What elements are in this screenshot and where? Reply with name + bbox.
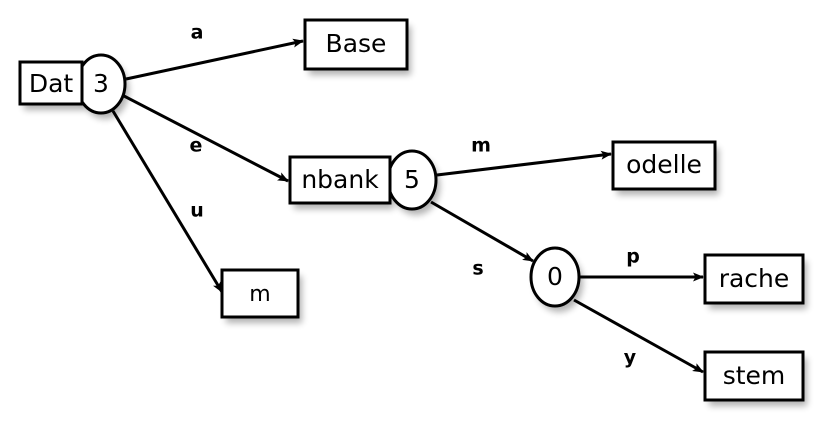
edge-label-s: s (472, 258, 483, 280)
node-m-label: m (249, 282, 270, 307)
edge-y-line[interactable] (573, 298, 704, 374)
node-base-rect[interactable] (303, 18, 409, 71)
node-0-ellipse[interactable] (529, 246, 581, 308)
node-0-label: 0 (547, 262, 563, 291)
node-dat-rect[interactable] (18, 60, 84, 106)
node-5-label: 5 (404, 165, 420, 194)
node-dat-3[interactable]: Dat 3 (18, 53, 127, 115)
edge-label-u: u (190, 200, 204, 222)
node-stem-rect[interactable] (703, 350, 805, 402)
node-odelle-label: odelle (626, 150, 702, 179)
edge-label-m: m (471, 135, 491, 157)
node-nbank-5[interactable]: nbank 5 (288, 149, 438, 211)
node-3-label: 3 (93, 69, 109, 98)
edge-u-line[interactable] (111, 110, 224, 293)
node-rache[interactable]: rache (703, 253, 805, 305)
node-rache-label: rache (719, 264, 790, 293)
edge-label-group: a e u m s p y (190, 22, 640, 369)
node-odelle-rect[interactable] (611, 140, 717, 191)
edge-e-line[interactable] (123, 94, 289, 183)
edge-label-e: e (190, 135, 203, 157)
node-zero[interactable]: 0 (529, 246, 581, 308)
node-base-label: Base (326, 29, 387, 58)
edge-label-a: a (191, 22, 204, 44)
node-nbank-label: nbank (301, 165, 379, 194)
node-rache-rect[interactable] (703, 253, 805, 305)
node-dat-label: Dat (29, 69, 74, 98)
edge-group (111, 38, 704, 374)
node-stem[interactable]: stem (703, 350, 805, 402)
edge-a-line[interactable] (125, 38, 304, 81)
node-base[interactable]: Base (303, 18, 409, 71)
edge-label-p: p (626, 246, 640, 268)
node-m-box[interactable]: m (220, 268, 300, 319)
edge-m-line[interactable] (436, 150, 612, 177)
node-m-rect[interactable] (220, 268, 300, 319)
node-nbank-rect[interactable] (288, 155, 392, 205)
shadow-group (24, 26, 807, 406)
edge-s-line[interactable] (430, 200, 534, 263)
node-stem-label: stem (723, 361, 786, 390)
node-odelle[interactable]: odelle (611, 140, 717, 191)
edge-label-y: y (624, 347, 637, 369)
